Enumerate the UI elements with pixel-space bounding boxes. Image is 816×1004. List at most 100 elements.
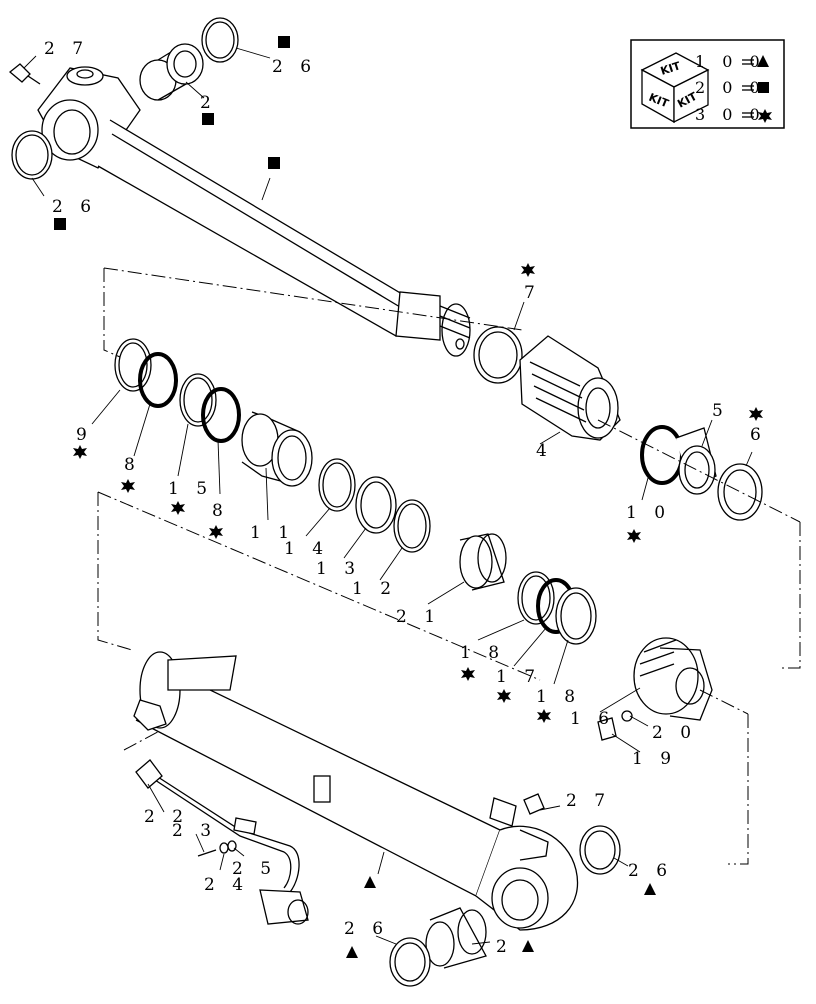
- callout-2-top: 2: [200, 93, 214, 125]
- callout-8b: 8: [209, 501, 229, 539]
- kit-cube-icon: KIT KIT KIT: [640, 52, 710, 124]
- grease-fitting-top: [8, 63, 41, 85]
- kit-cube-text-top: KIT: [659, 59, 683, 78]
- callout-label: 8: [212, 501, 229, 521]
- callout-label: 2 5: [232, 859, 277, 879]
- callout-label: 1 3: [316, 559, 361, 579]
- leader-lines: [23, 47, 753, 945]
- callout-26-bottom-right: 2 6: [628, 861, 667, 895]
- callout-label: 3 0 0: [695, 105, 766, 124]
- callout-label: 2 4: [204, 875, 249, 895]
- callout-3-barrel: [364, 876, 376, 888]
- callout-18a: 1 8: [460, 643, 505, 681]
- callout-2-bottom: 2: [496, 937, 534, 957]
- callout-12: 1 2: [352, 579, 391, 599]
- seal-10: [640, 425, 684, 485]
- triangle-symbol: [757, 55, 769, 67]
- callout-26-top-left: 2 6: [52, 197, 97, 230]
- ring-13: [355, 476, 397, 534]
- assembly-centerlines: [97, 267, 801, 865]
- ring-6: [717, 463, 763, 521]
- ring-9: [114, 338, 152, 392]
- gland-4: [519, 335, 621, 441]
- star-symbol: [758, 109, 772, 123]
- rod-gland-and-seals: [114, 326, 763, 741]
- callout-label: 1 8: [460, 643, 505, 663]
- callout-26-bottom-left: 2 6: [344, 919, 389, 958]
- callout-label: 2 3: [172, 821, 217, 841]
- callout-label: 7: [524, 283, 541, 303]
- square-symbol: [758, 82, 769, 93]
- callout-5: 5: [712, 401, 729, 421]
- callout-10: 1 0: [626, 503, 671, 543]
- callout-16: 1 6: [570, 709, 615, 729]
- ring-14: [318, 458, 356, 512]
- callout-label: 1 5: [168, 479, 213, 499]
- piston-rod: [97, 119, 471, 357]
- callout-label: 2: [496, 937, 513, 957]
- callout-27-bottom: 2 7: [566, 791, 611, 811]
- callout-11: 1 1: [250, 523, 295, 543]
- callout-label: 2 6: [272, 57, 317, 77]
- callout-label: 1 6: [570, 709, 615, 729]
- kit-entry-100: 1 0 0: [695, 52, 769, 71]
- callout-18b: 1 8: [536, 687, 581, 723]
- callout-label: 2 6: [344, 919, 389, 939]
- callout-6: 6: [749, 407, 767, 445]
- callout-label: 2 7: [566, 791, 611, 811]
- callout-24: 2 4: [204, 875, 249, 895]
- seal-ring-top-left: [11, 130, 53, 180]
- callout-label: 9: [76, 425, 93, 445]
- kit-entry-200: 2 0 0: [695, 78, 769, 97]
- callout-14: 1 4: [284, 539, 329, 559]
- seal-ring-top-right: [201, 17, 239, 63]
- callout-21: 2 1: [396, 607, 441, 627]
- callout-label: 1 0 0: [695, 52, 766, 71]
- wiper-5: [675, 427, 717, 495]
- callout-label: 2 1: [396, 607, 441, 627]
- callout-label: 2 7: [44, 39, 89, 59]
- ring-15: [179, 373, 217, 427]
- tube-22: [135, 759, 309, 925]
- ring-12: [393, 499, 431, 553]
- callout-25: 2 5: [232, 859, 277, 879]
- kit-entry-300: 3 0 0: [695, 105, 772, 124]
- oring-7: [473, 326, 523, 384]
- callout-label: 1 9: [632, 749, 677, 769]
- callout-label: 2 6: [52, 197, 97, 217]
- callout-label: 2 2: [144, 807, 189, 827]
- callout-9: 9: [73, 425, 93, 459]
- piston-rod-assembly: [8, 17, 471, 357]
- callout-26-top-right: 2 6: [272, 36, 317, 77]
- oring-8b: [201, 387, 241, 443]
- part-labels: 2 7 2 6 2 2 6 7 5 6 4 1 0 9 8 1 5 8 1 1 …: [44, 36, 767, 958]
- callout-label: 1 4: [284, 539, 329, 559]
- callout-label: 1 1: [250, 523, 295, 543]
- callout-label: 2 0 0: [695, 78, 766, 97]
- screw-19: [597, 717, 617, 741]
- piston-11: [241, 411, 313, 487]
- callout-27-top: 2 7: [44, 39, 89, 59]
- callout-label: 5: [712, 401, 729, 421]
- kit-legend: KIT KIT KIT 1 0 0 2 0 0 3 0 0: [630, 39, 785, 129]
- callout-label: 1 7: [496, 667, 541, 687]
- callout-label: 4: [536, 441, 553, 461]
- callout-17: 1 7: [496, 667, 541, 703]
- callout-label: 2 0: [652, 723, 697, 743]
- callout-20: 2 0: [652, 723, 697, 743]
- bushing-21: [459, 533, 507, 591]
- callout-22: 2 2: [144, 807, 189, 827]
- seal-ring-bottom-left: [389, 937, 431, 987]
- bolt-23-washers: [197, 840, 237, 857]
- callout-13: 1 3: [316, 559, 361, 579]
- callout-label: 1 0: [626, 503, 671, 523]
- callout-1-rod: [268, 157, 280, 169]
- bushing-bottom: [425, 907, 487, 969]
- callout-15: 1 5: [168, 479, 213, 515]
- callout-7: 7: [521, 263, 541, 303]
- callout-label: 6: [750, 425, 767, 445]
- callout-label: 1 8: [536, 687, 581, 707]
- seal-ring-bottom-right: [579, 825, 621, 875]
- ring-18b: [555, 587, 597, 645]
